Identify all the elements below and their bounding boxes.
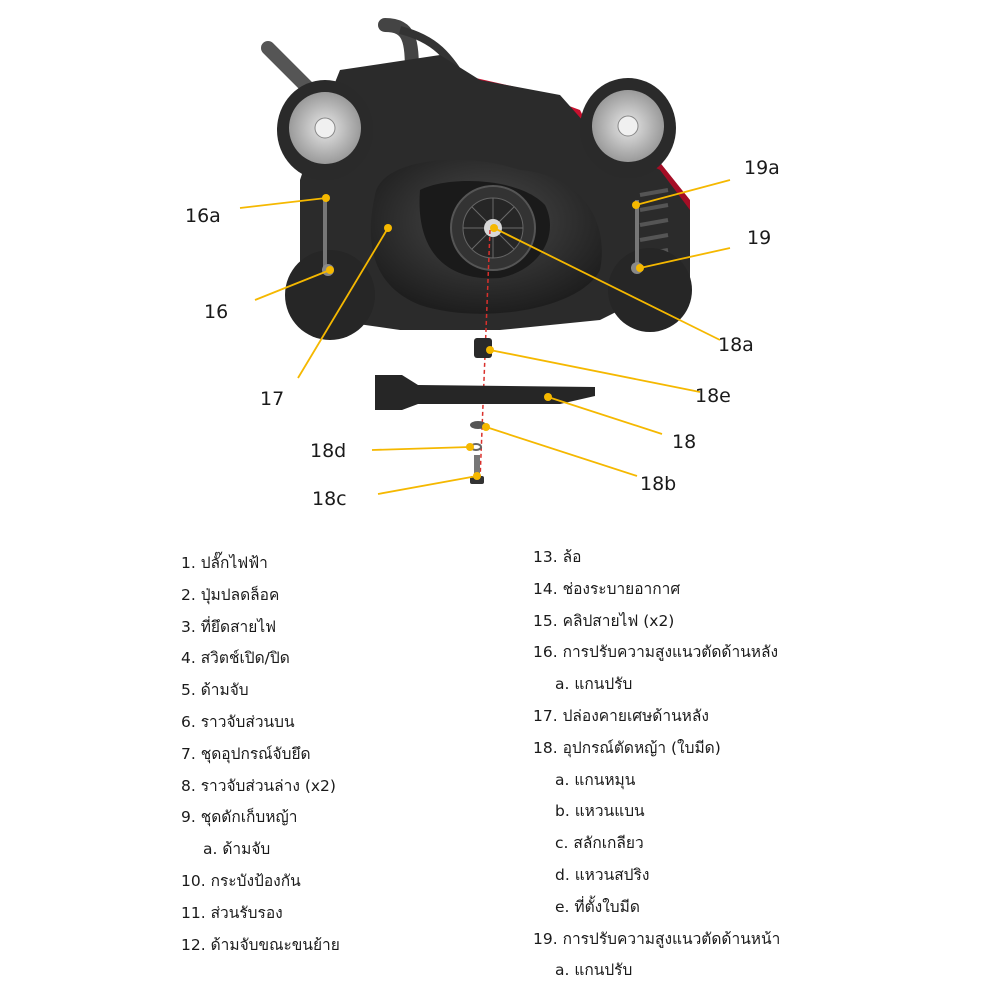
legend-item: 16. การปรับความสูงแนวตัดด้านหลัง (533, 643, 779, 662)
legend-item: 4. สวิตช์เปิด/ปิด (181, 649, 290, 668)
legend-item: 7. ชุดอุปกรณ์จับยึด (181, 744, 311, 763)
legend-item: e. ที่ตั้งใบมีด (555, 897, 640, 916)
legend-item: 17. ปล่องคายเศษด้านหลัง (533, 706, 709, 725)
callout-19a: 19a (744, 157, 780, 179)
legend-item: d. แหวนสปริง (555, 865, 650, 884)
legend-item: c. สลักเกลียว (555, 834, 644, 853)
legend-item: a. แกนหมุน (555, 770, 636, 789)
callout-16: 16 (204, 301, 229, 323)
legend-item: 2. ปุ่มปลดล็อค (181, 585, 280, 604)
callout-19: 19 (747, 227, 772, 249)
legend-item: 15. คลิปสายไฟ (x2) (533, 611, 675, 630)
legend-item: 1. ปลั๊กไฟฟ้า (181, 554, 268, 572)
legend-item: 12. ด้ามจับขณะขนย้าย (181, 935, 340, 954)
callout-17: 17 (260, 388, 285, 410)
leader-dots (322, 194, 644, 480)
callout-18e: 18e (695, 385, 731, 407)
legend-item: 8. ราวจับส่วนล่าง (x2) (181, 776, 336, 795)
wheel-front-right (608, 248, 692, 332)
callout-18: 18 (672, 431, 697, 453)
legend-item: 3. ที่ยึดสายไฟ (181, 617, 277, 636)
legend-item: 10. กระบังป้องกัน (181, 871, 301, 890)
callout-18a: 18a (718, 334, 754, 356)
callout-18c: 18c (312, 488, 347, 510)
legend-item: 14. ช่องระบายอากาศ (533, 579, 681, 598)
leader-lines (239, 179, 731, 495)
legend-item: 13. ล้อ (533, 548, 582, 566)
legend-right-column: 13. ล้อ 14. ช่องระบายอากาศ 15. คลิปสายไฟ (… (533, 542, 780, 987)
legend-item: a. แกนปรับ (555, 675, 633, 694)
callout-16a: 16a (185, 205, 221, 227)
mower-underside-diagram (239, 18, 731, 495)
wheel-rear-left (277, 80, 373, 180)
legend-item: a. แกนปรับ (555, 961, 633, 980)
wheel-rear-right (580, 78, 676, 178)
wheel-front-left (285, 250, 375, 340)
callout-18d: 18d (310, 440, 347, 462)
legend-item: b. แหวนแบน (555, 802, 645, 821)
legend-item: 19. การปรับความสูงแนวตัดด้านหน้า (533, 929, 781, 948)
legend-item: a. ด้ามจับ (203, 840, 271, 859)
legend-item: 11. ส่วนรับรอง (181, 903, 283, 922)
legend-item: 5. ด้ามจับ (181, 681, 249, 700)
legend-item: 6. ราวจับส่วนบน (181, 712, 295, 731)
legend-left-column: 1. ปลั๊กไฟฟ้า 2. ปุ่มปลดล็อค 3. ที่ยึดสายไ… (181, 548, 340, 961)
blade (375, 375, 595, 410)
callout-18b: 18b (640, 473, 677, 495)
legend-item: 9. ชุดดักเก็บหญ้า (181, 808, 298, 827)
legend-item: 18. อุปกรณ์ตัดหญ้า (ใบมีด) (533, 738, 721, 757)
